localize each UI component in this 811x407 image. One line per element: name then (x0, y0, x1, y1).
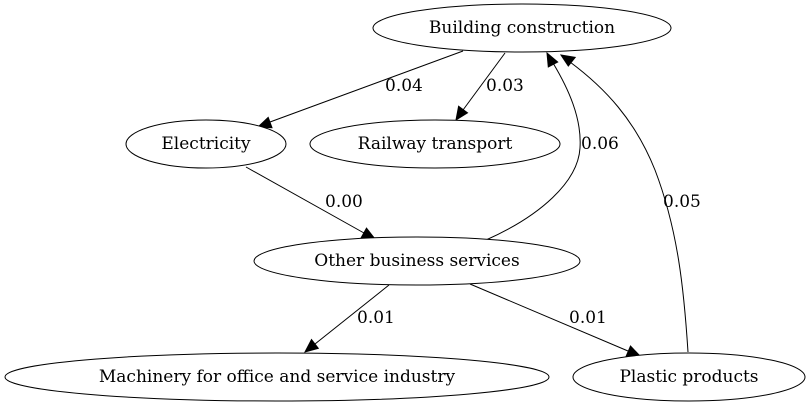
node-label: Other business services (314, 251, 519, 271)
edge-building-to-railway: 0.03 (455, 52, 524, 122)
nodes: Building construction Electricity Railwa… (4, 3, 806, 402)
node-label: Building construction (429, 18, 615, 38)
edge-building-to-electricity: 0.04 (256, 50, 464, 129)
edge-label: 0.06 (581, 134, 619, 154)
arrowhead-icon (546, 51, 559, 68)
edge-plastic-to-building: 0.05 (559, 54, 701, 353)
node-shape (4, 352, 550, 402)
edge-label: 0.04 (385, 76, 423, 96)
node-label: Electricity (161, 134, 251, 154)
node-label: Railway transport (358, 134, 513, 154)
node-electricity[interactable]: Electricity (125, 119, 287, 169)
edge-label: 0.03 (486, 76, 524, 96)
edge-business-to-building: 0.06 (485, 51, 619, 241)
node-machinery-office-service[interactable]: Machinery for office and service industr… (4, 352, 550, 402)
edge-label: 0.00 (325, 192, 363, 212)
node-shape (125, 119, 287, 169)
edge-line (569, 61, 689, 353)
edge-label: 0.05 (663, 192, 701, 212)
node-shape (309, 119, 561, 169)
arrowhead-icon (559, 54, 577, 67)
edge-line (269, 50, 464, 123)
node-railway-transport[interactable]: Railway transport (309, 119, 561, 169)
arrowhead-icon (304, 338, 320, 353)
node-building-construction[interactable]: Building construction (372, 3, 672, 53)
arrowhead-icon (455, 105, 469, 122)
edge-line (245, 166, 365, 234)
node-shape (253, 236, 581, 286)
edge-line (485, 62, 581, 241)
edge-line (462, 52, 506, 111)
node-plastic-products[interactable]: Plastic products (572, 352, 806, 402)
node-other-business-services[interactable]: Other business services (253, 236, 581, 286)
edge-label: 0.01 (569, 308, 607, 328)
edge-electricity-to-business: 0.00 (245, 166, 377, 240)
edge-line (469, 283, 629, 352)
node-shape (572, 352, 806, 402)
node-shape (372, 3, 672, 53)
edge-line (314, 284, 390, 345)
node-label: Plastic products (619, 367, 758, 387)
node-label: Machinery for office and service industr… (99, 367, 456, 387)
edge-label: 0.01 (357, 308, 395, 328)
edges: 0.04 0.03 0.00 0.06 0.05 (245, 50, 701, 357)
edge-business-to-machinery: 0.01 (304, 284, 395, 353)
edge-business-to-plastic: 0.01 (469, 283, 642, 357)
arrowhead-icon (625, 345, 642, 357)
